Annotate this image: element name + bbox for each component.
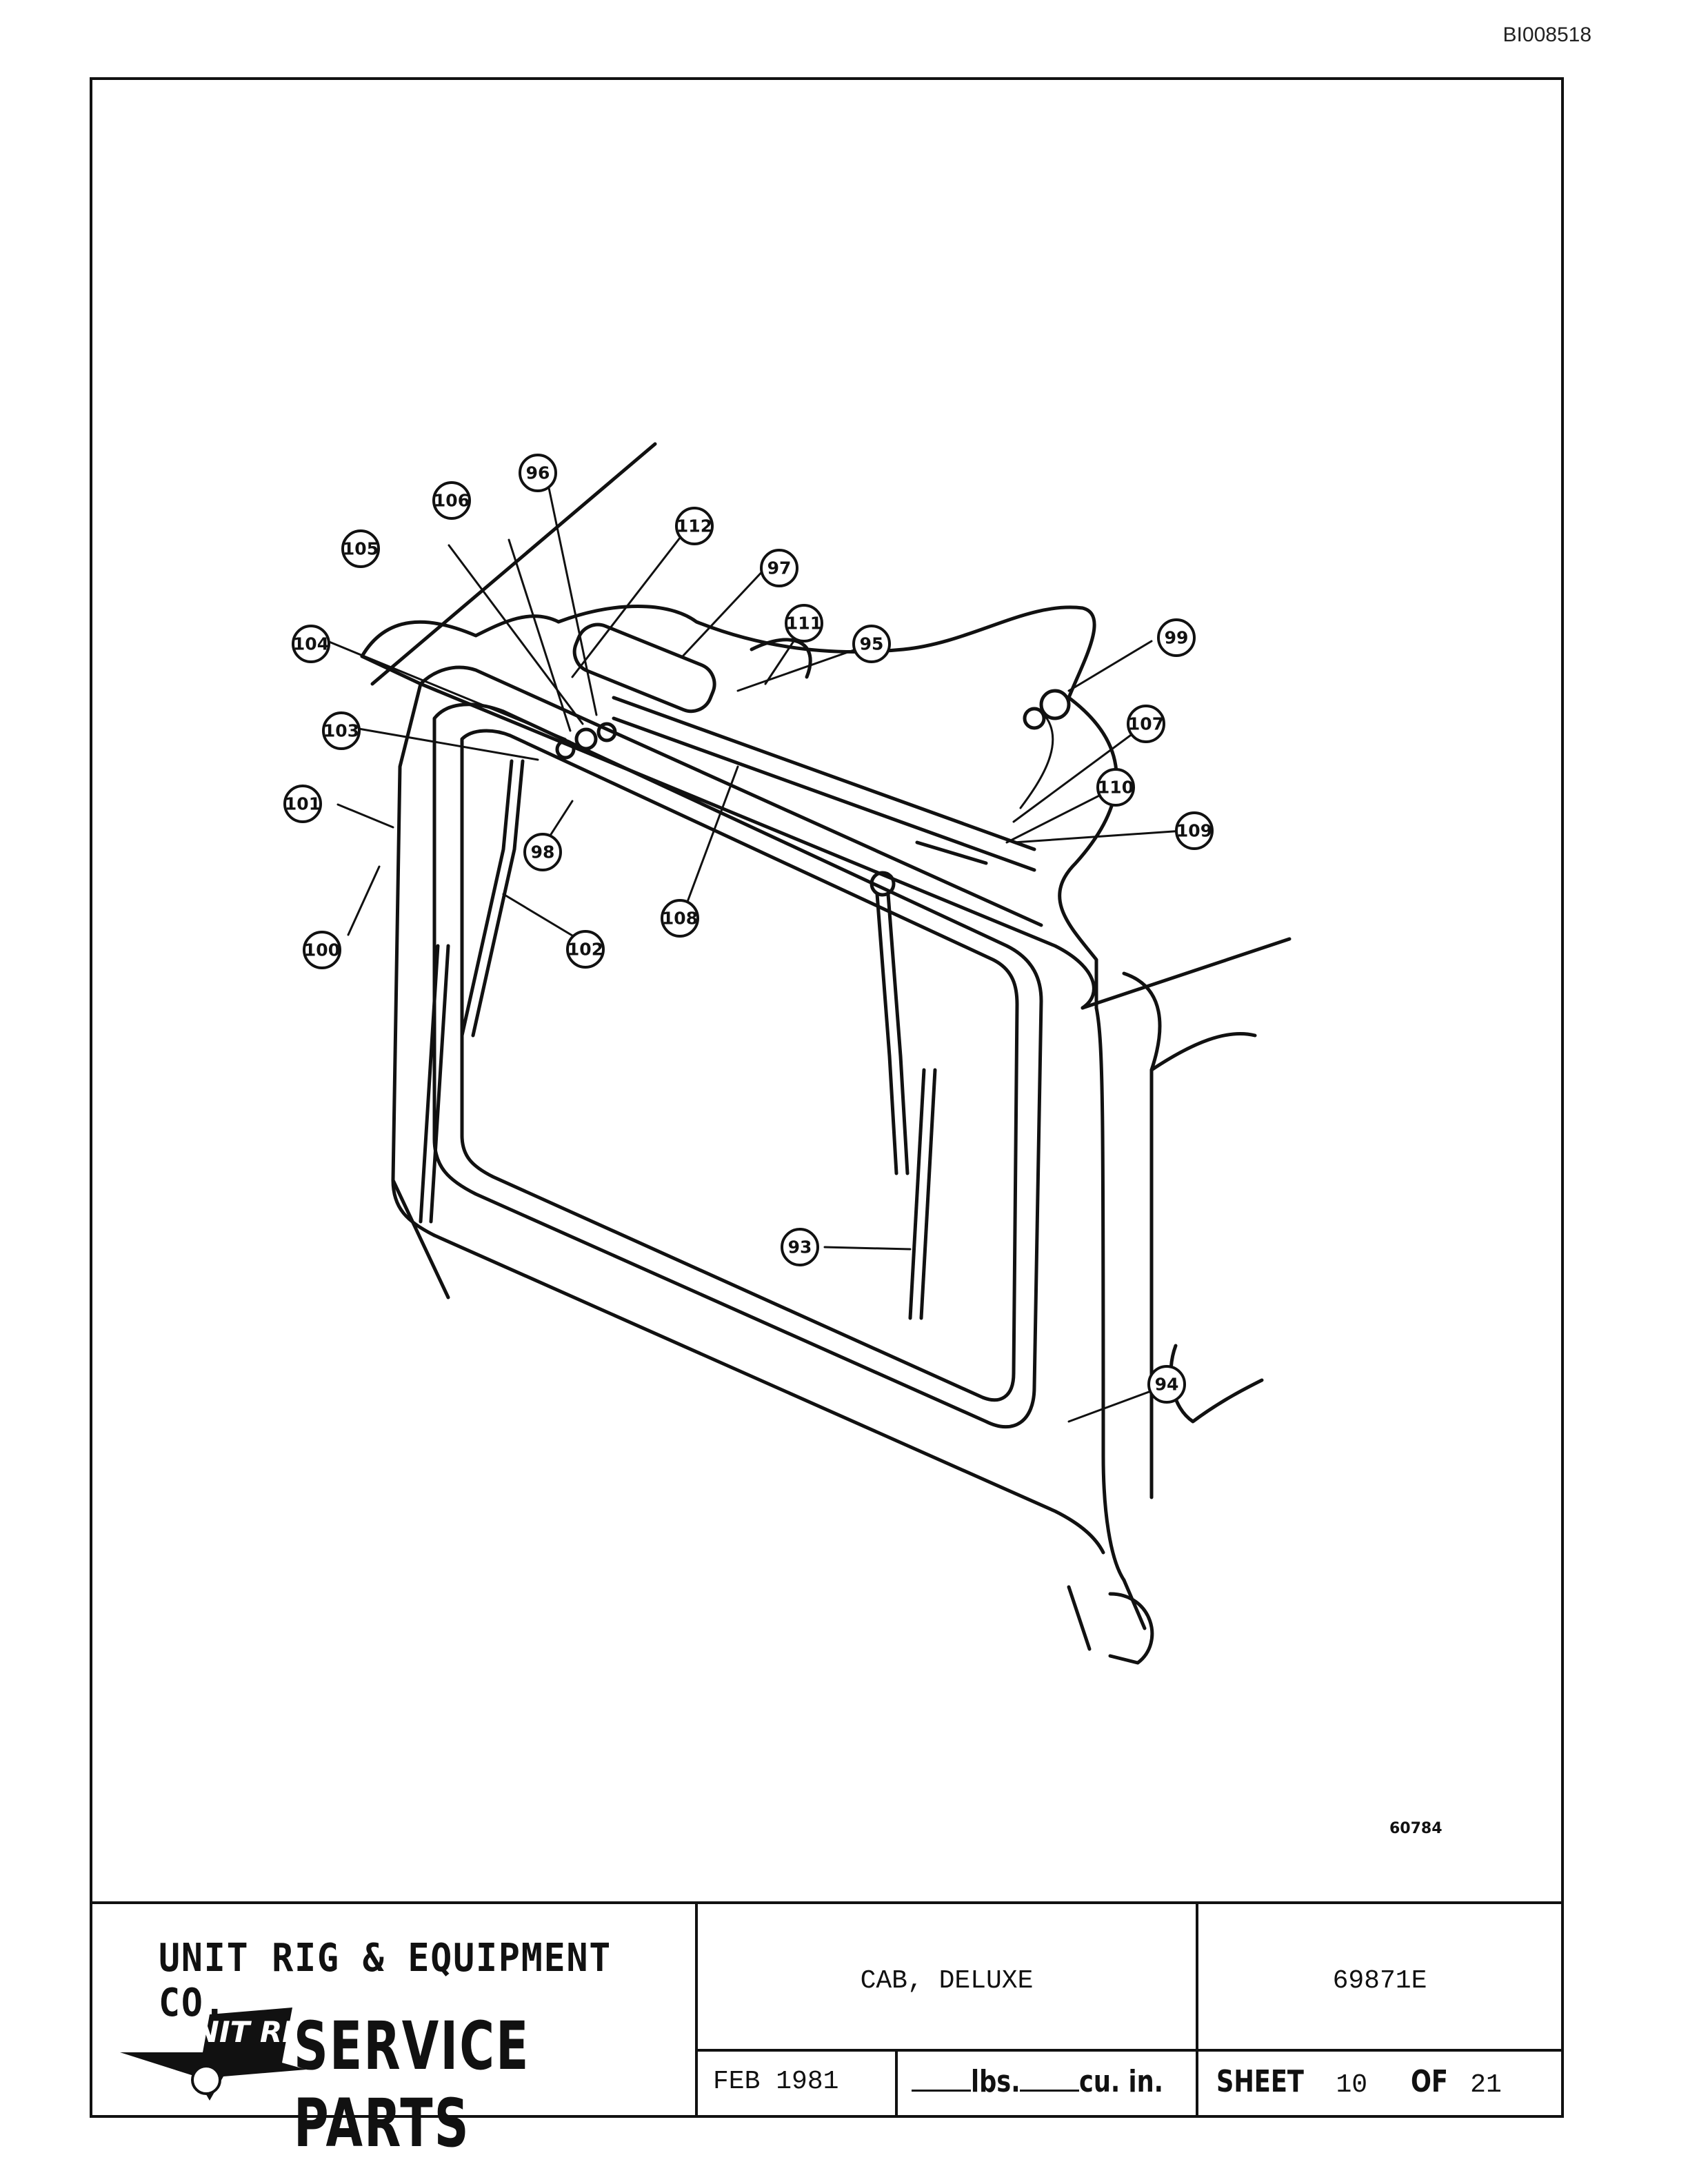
callout-110: 110 (1096, 768, 1135, 807)
sheet-number: 10 (1336, 2070, 1368, 2100)
svg-text:101: 101 (285, 794, 321, 814)
callout-94: 94 (1147, 1365, 1186, 1404)
weight-volume-cell: lbs. cu. in. (898, 2052, 1198, 2118)
leader-lines (326, 483, 1185, 1423)
document-id: BI008518 (1503, 23, 1591, 46)
svg-text:94: 94 (1155, 1375, 1179, 1395)
svg-text:108: 108 (662, 909, 698, 929)
callout-104: 104 (292, 625, 330, 663)
exploded-parts-diagram: 96 106 105 112 97 111 95 104 103 101 98 … (283, 442, 1292, 1665)
svg-text:106: 106 (434, 491, 470, 511)
weight-blank (912, 2069, 971, 2092)
svg-text:103: 103 (323, 721, 359, 741)
svg-text:102: 102 (567, 940, 603, 960)
callout-101: 101 (283, 785, 322, 823)
callout-105: 105 (341, 529, 380, 568)
callout-108: 108 (661, 899, 699, 938)
drawing-frame (90, 77, 1564, 2118)
part-number: 69871E (1332, 1966, 1427, 1996)
svg-text:104: 104 (293, 634, 329, 654)
svg-text:105: 105 (343, 539, 379, 559)
callout-102: 102 (566, 930, 605, 969)
svg-text:111: 111 (786, 614, 822, 634)
revision-date: FEB 1981 (713, 2067, 839, 2096)
wiper-arm-left (419, 759, 525, 1224)
callout-103: 103 (322, 711, 361, 750)
callout-98: 98 (523, 833, 562, 871)
callout-107: 107 (1127, 705, 1165, 743)
callout-100: 100 (303, 931, 341, 969)
callout-93: 93 (781, 1228, 819, 1266)
callout-112: 112 (675, 507, 714, 545)
svg-text:95: 95 (860, 634, 884, 654)
sheet-cell: SHEET 10 OF 21 (1198, 2052, 1561, 2118)
sheet-total: 21 (1470, 2070, 1502, 2100)
callout-95: 95 (852, 625, 891, 663)
volume-blank (1020, 2069, 1080, 2092)
callout-109: 109 (1175, 811, 1214, 850)
svg-text:110: 110 (1098, 778, 1134, 798)
svg-text:109: 109 (1176, 821, 1212, 841)
callout-111: 111 (785, 604, 823, 643)
callout-99: 99 (1157, 618, 1196, 657)
cab-outline (360, 442, 1292, 1665)
sheet-label: SHEET (1216, 2064, 1304, 2099)
company-name: UNIT RIG & EQUIPMENT CO. (159, 1936, 612, 2025)
svg-text:UNIT RIG: UNIT RIG (172, 2015, 313, 2049)
service-parts-label: SERVICE PARTS (294, 2008, 530, 2162)
svg-text:98: 98 (531, 842, 555, 862)
svg-text:96: 96 (526, 463, 550, 483)
callout-96: 96 (519, 454, 557, 492)
title-block: UNIT RIG & EQUIPMENT CO. UNIT RIG SERVIC… (92, 1901, 1561, 2162)
svg-text:100: 100 (304, 940, 340, 960)
callout-97: 97 (760, 549, 798, 587)
wiper-motor-assembly (555, 623, 1071, 872)
title-cell: CAB, DELUXE (698, 1904, 1198, 2052)
drawing-title: CAB, DELUXE (860, 1966, 1034, 1996)
svg-text:97: 97 (767, 558, 792, 578)
volume-unit: cu. in. (1079, 2064, 1164, 2099)
svg-text:107: 107 (1128, 714, 1164, 734)
weight-unit: lbs. (971, 2064, 1021, 2099)
callout-106: 106 (432, 481, 471, 520)
svg-text:112: 112 (676, 516, 712, 536)
wiper-arm-right (870, 871, 937, 1320)
svg-text:99: 99 (1165, 628, 1189, 648)
svg-text:93: 93 (788, 1237, 812, 1257)
of-label: OF (1410, 2064, 1448, 2099)
company-cell: UNIT RIG & EQUIPMENT CO. UNIT RIG SERVIC… (92, 1904, 698, 2162)
date-cell: FEB 1981 (698, 2052, 898, 2118)
part-number-cell: 69871E (1198, 1904, 1561, 2052)
unit-rig-logo: UNIT RIG (120, 2008, 313, 2101)
drawing-number: 60784 (1389, 1820, 1443, 1837)
